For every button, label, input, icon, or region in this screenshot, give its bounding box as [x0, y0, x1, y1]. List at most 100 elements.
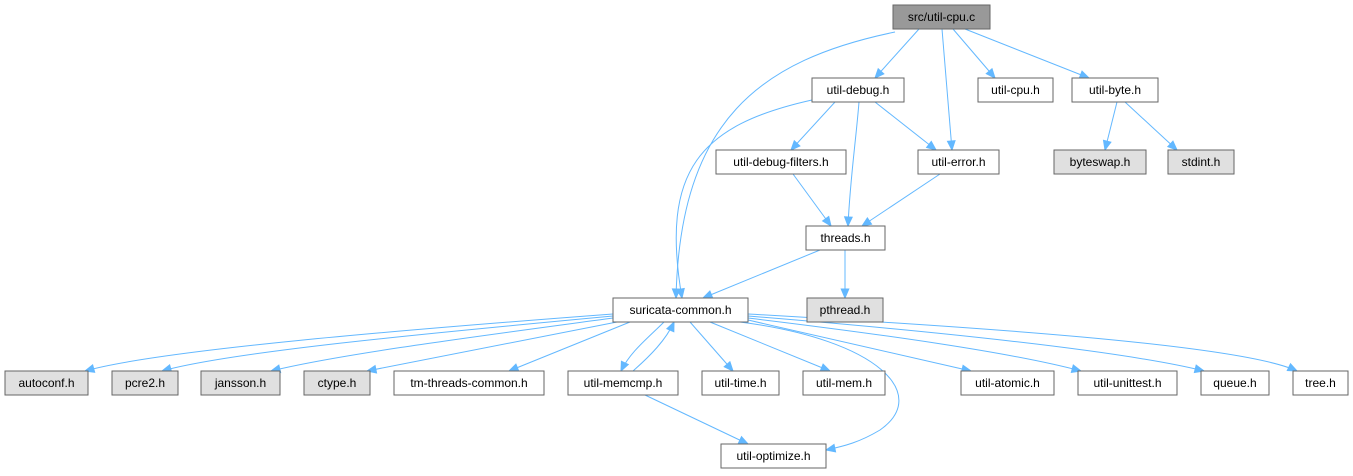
node-box [701, 370, 780, 396]
edge-threads-h-to-pthread-h [840, 250, 850, 300]
node-box [111, 370, 179, 396]
node-label: tm-threads-common.h [410, 376, 527, 390]
arrow-head-icon [860, 216, 873, 227]
node-label: ctype.h [318, 376, 357, 390]
node-label: pthread.h [820, 303, 871, 317]
node-util-debug-h[interactable]: util-debug.h [811, 77, 905, 103]
edge-util-debug-h-to-util-error-h [874, 101, 938, 151]
edge-util-error-h-to-threads-h [860, 173, 941, 227]
arrow-head-icon [946, 140, 956, 152]
edge-suricata-common-h-to-util-optimize-h [739, 321, 900, 453]
node-box [200, 370, 281, 396]
node-box [977, 77, 1054, 103]
edge-suricata-common-h-to-ctype-h [365, 321, 618, 374]
node-util-cpu-h[interactable]: util-cpu.h [977, 77, 1054, 103]
node-util-mem-h[interactable]: util-mem.h [802, 370, 886, 396]
arrow-head-icon [1286, 362, 1299, 372]
node-label: tree.h [1305, 376, 1336, 390]
node-box [303, 370, 371, 396]
arrow-head-icon [1102, 139, 1112, 152]
node-box [811, 77, 905, 103]
arrow-head-icon [665, 320, 675, 333]
edge-suricata-common-h-to-util-atomic-h [747, 319, 973, 374]
edge-util-byte-h-to-stdint-h [1124, 101, 1178, 151]
node-box [805, 225, 886, 251]
node-label: jansson.h [214, 376, 266, 390]
arrow-head-icon [620, 360, 630, 373]
arrow-head-icon [985, 67, 996, 79]
edge-suricata-common-h-to-pcre2-h [160, 315, 614, 373]
node-box [892, 4, 991, 30]
node-util-byte-h[interactable]: util-byte.h [1071, 77, 1159, 103]
node-label: stdint.h [1182, 155, 1221, 169]
node-box [720, 443, 827, 469]
node-util-cpu-c[interactable]: src/util-cpu.c [892, 4, 991, 30]
edge-suricata-common-h-to-util-time-h [689, 321, 734, 372]
node-util-error-h[interactable]: util-error.h [917, 149, 1000, 175]
edge-util-memcmp-h-to-suricata-common-h [632, 320, 675, 372]
node-label: byteswap.h [1070, 155, 1131, 169]
node-util-optimize-h[interactable]: util-optimize.h [720, 443, 827, 469]
node-byteswap-h: byteswap.h [1053, 149, 1147, 175]
node-queue-h[interactable]: queue.h [1200, 370, 1270, 396]
node-autoconf-h: autoconf.h [4, 370, 89, 396]
node-util-memcmp-h[interactable]: util-memcmp.h [567, 370, 679, 396]
node-label: src/util-cpu.c [908, 10, 975, 24]
node-util-debug-filters-h[interactable]: util-debug-filters.h [715, 149, 847, 175]
node-box [567, 370, 679, 396]
node-label: util-error.h [931, 155, 985, 169]
node-box [802, 370, 886, 396]
node-label: util-optimize.h [736, 449, 810, 463]
node-box [1167, 149, 1235, 175]
node-box [1077, 370, 1178, 396]
node-threads-h[interactable]: threads.h [805, 225, 886, 251]
node-box [806, 297, 884, 323]
node-box [1053, 149, 1147, 175]
node-box [1200, 370, 1270, 396]
node-label: suricata-common.h [629, 303, 731, 317]
node-label: threads.h [820, 231, 870, 245]
node-label: autoconf.h [18, 376, 74, 390]
node-suricata-common-h[interactable]: suricata-common.h [612, 297, 749, 323]
node-box [393, 370, 545, 396]
edge-suricata-common-h-to-queue-h [747, 315, 1206, 374]
arrow-head-icon [824, 443, 837, 453]
node-label: util-byte.h [1089, 83, 1141, 97]
edge-util-cpu-c-to-util-debug-h [874, 28, 920, 79]
edge-util-cpu-c-to-util-error-h [941, 28, 956, 152]
node-box [715, 149, 847, 175]
node-label: util-mem.h [816, 376, 872, 390]
node-box [917, 149, 1000, 175]
node-label: util-debug.h [827, 83, 890, 97]
arrow-head-icon [701, 290, 714, 299]
arrow-head-icon [874, 67, 885, 79]
node-util-time-h[interactable]: util-time.h [701, 370, 780, 396]
node-util-unittest-h[interactable]: util-unittest.h [1077, 370, 1178, 396]
arrow-head-icon [737, 435, 750, 445]
node-util-atomic-h[interactable]: util-atomic.h [960, 370, 1055, 396]
arrow-head-icon [83, 364, 96, 373]
node-pcre2-h: pcre2.h [111, 370, 179, 396]
node-box [960, 370, 1055, 396]
node-label: queue.h [1213, 376, 1256, 390]
arrow-head-icon [675, 287, 685, 300]
edge-util-cpu-c-to-util-byte-h [964, 28, 1091, 79]
node-ctype-h: ctype.h [303, 370, 371, 396]
node-box [612, 297, 749, 323]
node-tree-h[interactable]: tree.h [1292, 370, 1349, 396]
node-tm-threads-common-h[interactable]: tm-threads-common.h [393, 370, 545, 396]
node-label: util-atomic.h [975, 376, 1040, 390]
node-stdint-h: stdint.h [1167, 149, 1235, 175]
edge-suricata-common-h-to-autoconf-h [83, 313, 614, 373]
edge-util-cpu-c-to-util-cpu-h [952, 28, 996, 79]
edge-util-byte-h-to-byteswap-h [1102, 101, 1118, 152]
edge-suricata-common-h-to-util-unittest-h [747, 317, 1083, 373]
edge-util-debug-h-to-threads-h [843, 101, 860, 228]
node-label: util-cpu.h [991, 83, 1040, 97]
node-label: pcre2.h [125, 376, 165, 390]
arrow-head-icon [843, 216, 853, 228]
arrow-head-icon [507, 363, 520, 372]
nodes-layer: src/util-cpu.c util-debug.h util-cpu.h util… [4, 4, 1349, 469]
edge-util-debug-h-to-util-debug-filters-h [790, 101, 836, 151]
